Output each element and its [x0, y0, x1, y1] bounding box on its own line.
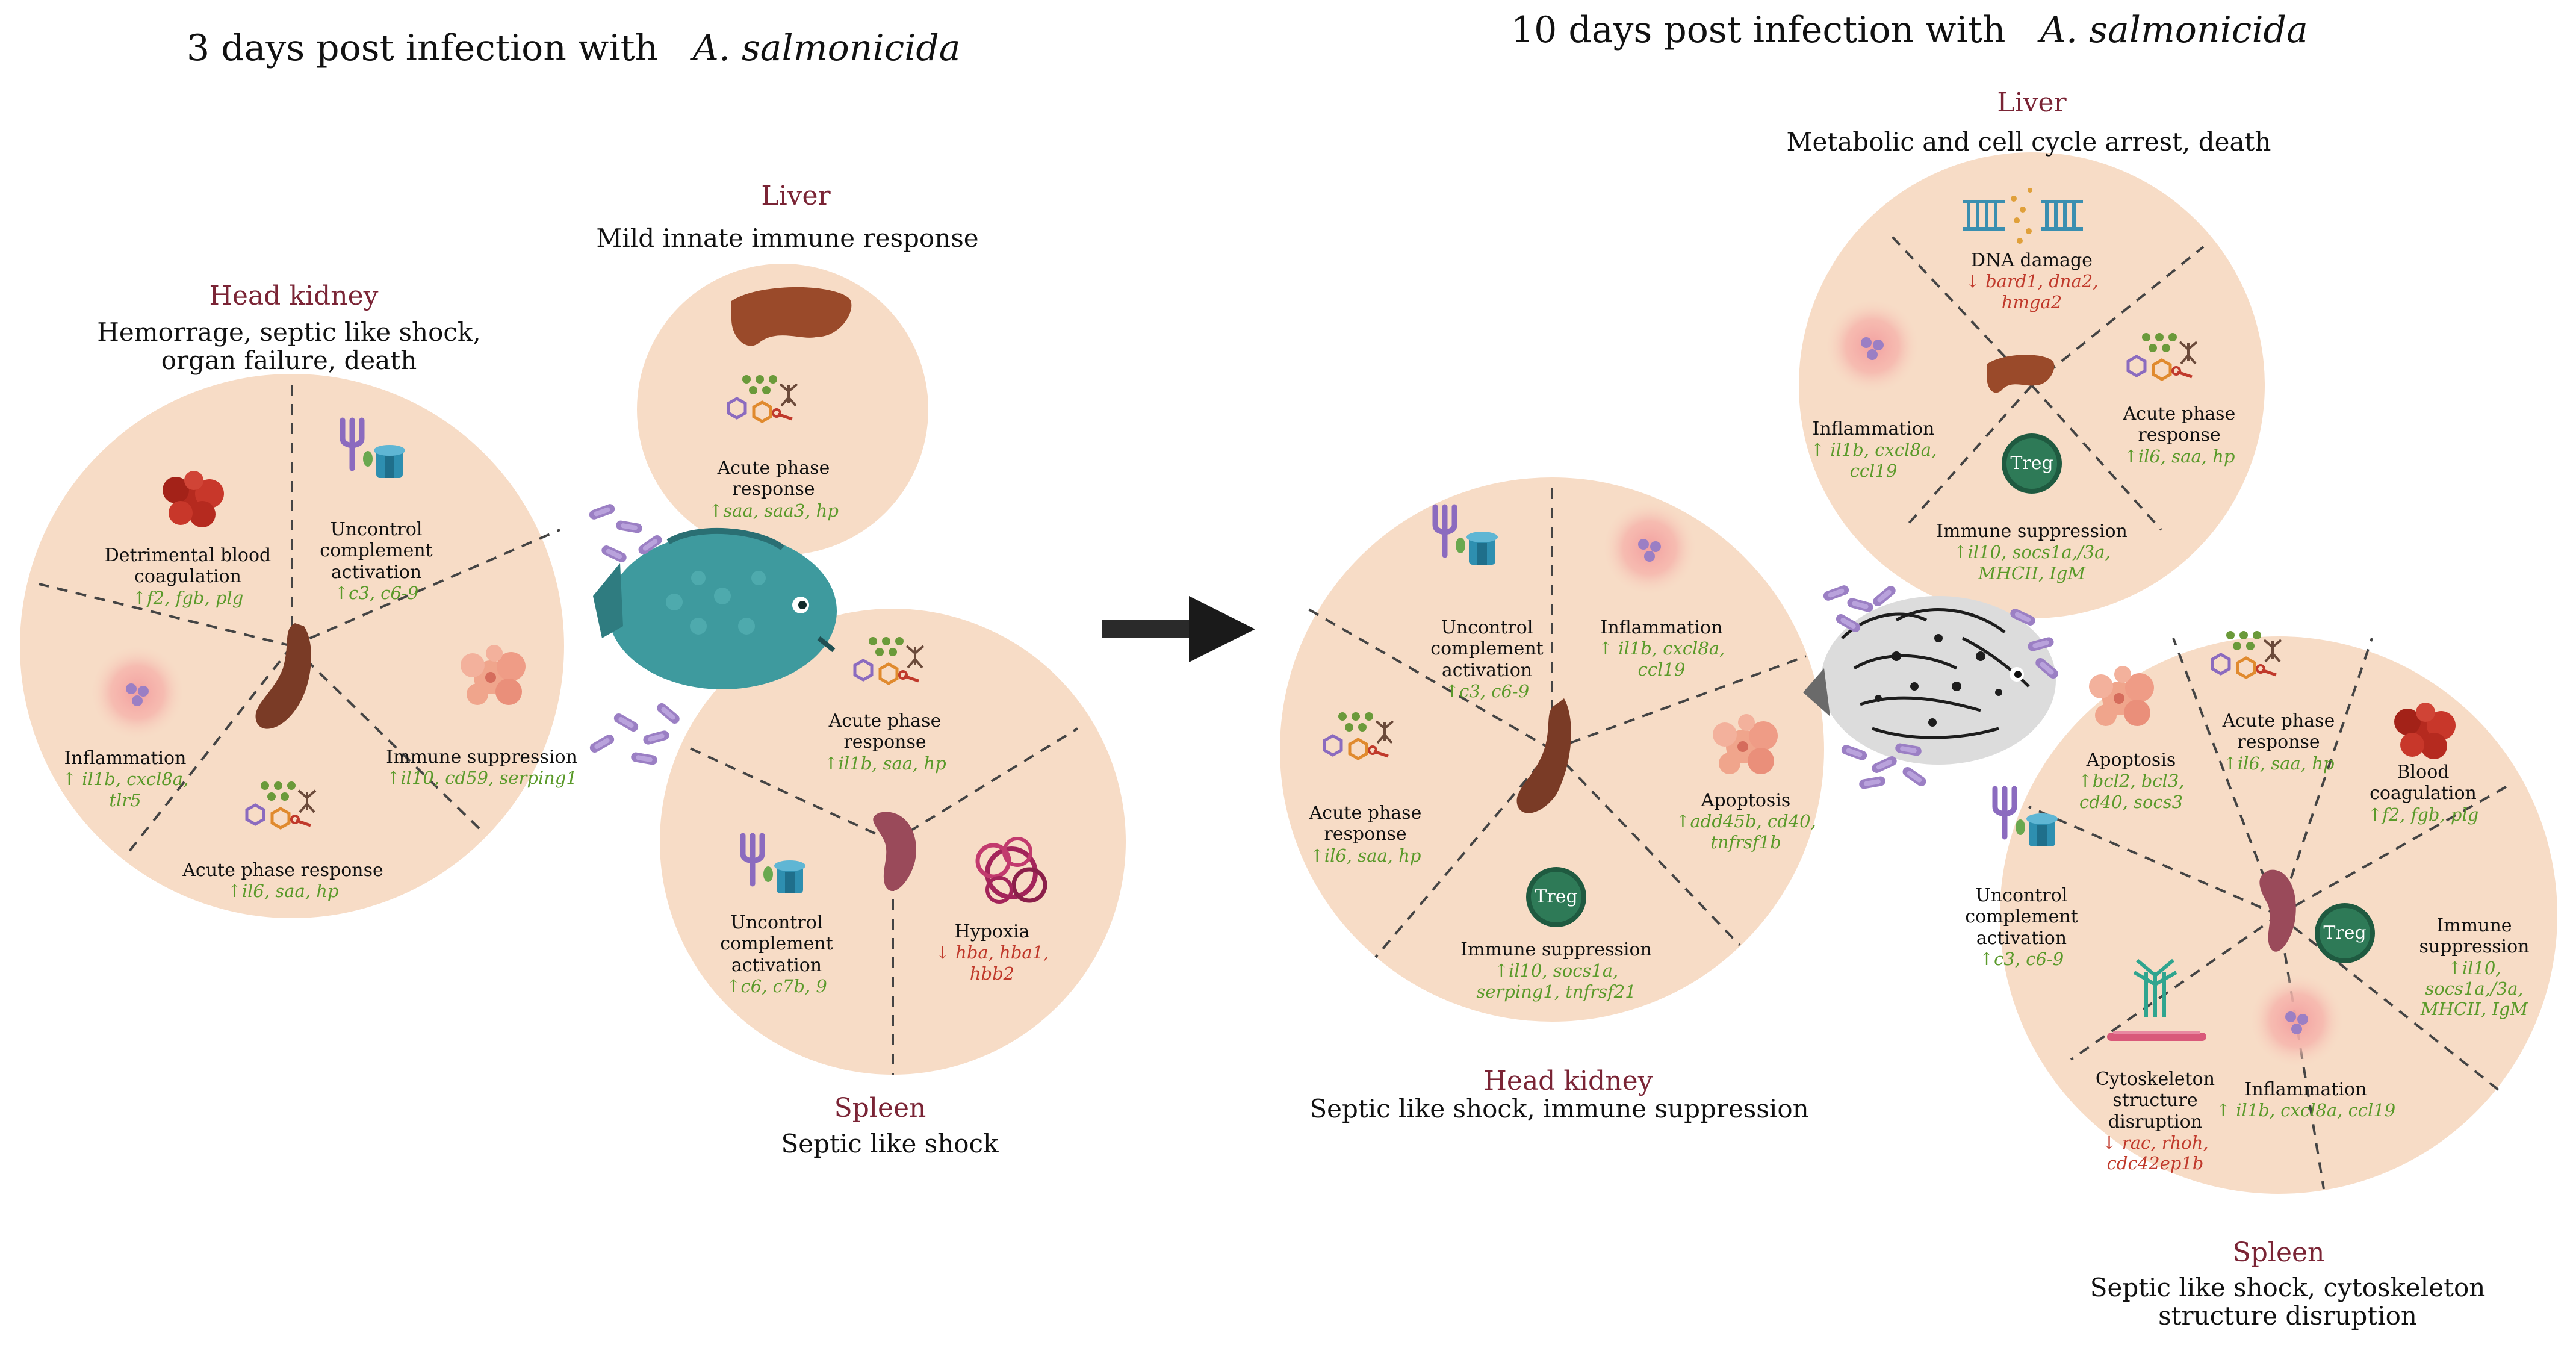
sector-blood-coagulation: Blood coagulation ↑f2, fgb, plg [2367, 762, 2479, 825]
title-prefix: 3 days post infection with [187, 27, 659, 69]
organ-description-head-kidney-3dpi: Hemorrage, septic like shock, organ fail… [97, 317, 481, 376]
liver-icon [731, 287, 852, 346]
organ-title-spleen-3dpi: Spleen [834, 1093, 926, 1123]
liver-10dpi-circle [1799, 152, 2265, 618]
organ-description-spleen-3dpi: Septic like shock [781, 1129, 999, 1158]
sector-acute-phase-response: Acute phase response ↑il1b, saa, hp [824, 710, 946, 774]
liver-3dpi-circle [637, 264, 928, 555]
title-prefix: 10 days post infection with [1511, 9, 2006, 51]
title-species: A. salmonicida [2040, 9, 2308, 51]
organ-description-liver-10dpi: Metabolic and cell cycle arrest, death [1786, 127, 2271, 157]
sector-apoptosis: Apoptosis ↑add45b, cd40, tnfrsf1b [1675, 790, 1816, 853]
kidney-icon [255, 623, 311, 729]
spleen-icon [873, 812, 916, 892]
sector-immune-suppression: Immune suppression ↑il10, socs1a, serpin… [1460, 939, 1652, 1002]
sector-inflammation: Inflammation ↑ il1b, cxcl8a, ccl19 [2215, 1079, 2396, 1121]
spotted-fish-icon [1803, 596, 2056, 765]
spleen-10dpi-circle [1995, 631, 2557, 1194]
organ-description-head-kidney-10dpi: Septic like shock, immune suppression [1309, 1094, 1809, 1123]
sector-uncontrol-complement-activation: Uncontrol complement activation ↑c3, c6-… [320, 519, 433, 604]
sector-acute-phase-response: Acute phase response ↑il6, saa, hp [182, 860, 383, 902]
organ-title-liver-10dpi: Liver [1997, 87, 2067, 118]
arrow-icon [1102, 596, 1255, 662]
organ-description-spleen-10dpi: Septic like shock, cytoskeleton structur… [2090, 1273, 2486, 1331]
fish-icon [593, 527, 837, 689]
sector-acute-phase-response: Acute phase response ↑il6, saa, hp [2222, 710, 2335, 774]
organ-title-spleen-10dpi: Spleen [2232, 1237, 2325, 1268]
sector-immune-suppression: Immune suppression ↑il10, socs1a,/3a, MH… [1936, 521, 2128, 583]
liver-icon [1987, 355, 2055, 393]
organ-title-head-kidney-10dpi: Head kidney [1483, 1066, 1653, 1096]
title-species: A. salmonicida [692, 27, 961, 69]
organ-title-head-kidney-3dpi: Head kidney [209, 281, 379, 311]
kidney-icon [1516, 698, 1571, 813]
sector-uncontrol-complement-activation: Uncontrol complement activation ↑c6, c7b… [720, 912, 833, 997]
spleen-3dpi-circle [660, 609, 1126, 1075]
sector-inflammation: Inflammation ↑ il1b, cxcl8a, ccl19 [1810, 418, 1937, 481]
sector-hypoxia: Hypoxia ↓ hba, hba1, hbb2 [935, 921, 1049, 984]
spleen-icon [2259, 869, 2296, 952]
organ-description-liver-3dpi: Mild innate immune response [596, 223, 979, 253]
right-panel-title: 10 days post infection with A. salmonici… [1511, 9, 2308, 51]
sector-acute-phase-response: Acute phase response ↑il6, saa, hp [1309, 803, 1422, 866]
organ-title-liver-3dpi: Liver [761, 181, 831, 211]
treg-cell-label: Treg [2323, 922, 2367, 943]
sector-immune-suppression: Immune suppression ↑il10, socs1a,/3a, MH… [2419, 915, 2530, 1020]
sector-acute-phase-response: Acute phase response ↑saa, saa3, hp [709, 458, 839, 521]
sector-apoptosis: Apoptosis ↑bcl2, bcl3, cd40, socs3 [2078, 750, 2185, 812]
head-kidney-10dpi-circle [1280, 477, 1824, 1022]
left-panel-title: 3 days post infection with A. salmonicid… [187, 27, 961, 69]
sector-inflammation: Inflammation ↑ il1b, cxcl8a, ccl19 [1598, 617, 1725, 680]
dna-icon [1963, 200, 2083, 231]
sector-inflammation: Inflammation ↑ il1b, cxcl8a, tlr5 [61, 748, 189, 810]
sector-dna-damage: DNA damage ↓ bard1, dna2, hmga2 [1965, 250, 2099, 312]
sector-cytoskeleton-structure-disruption: Cytoskeleton structure disruption ↓ rac,… [2095, 1069, 2215, 1174]
hypoxia-icon [975, 837, 1047, 904]
sector-acute-phase-response: Acute phase response ↑il6, saa, hp [2123, 403, 2236, 467]
treg-cell-label: Treg [1535, 886, 1578, 907]
sector-uncontrol-complement-activation: Uncontrol complement activation ↑c3, c6-… [1430, 617, 1544, 702]
head-kidney-3dpi-circle [20, 374, 564, 918]
cytoskeleton-icon [2107, 958, 2206, 1041]
treg-cell-label: Treg [2010, 453, 2053, 474]
sector-immune-suppression: Immune suppression ↑il10, cd59, serping1 [386, 747, 577, 789]
sector-uncontrol-complement-activation: Uncontrol complement activation ↑c3, c6-… [1965, 885, 2078, 970]
sector-detrimental-blood-coagulation: Detrimental blood coagulation ↑f2, fgb, … [104, 545, 272, 608]
